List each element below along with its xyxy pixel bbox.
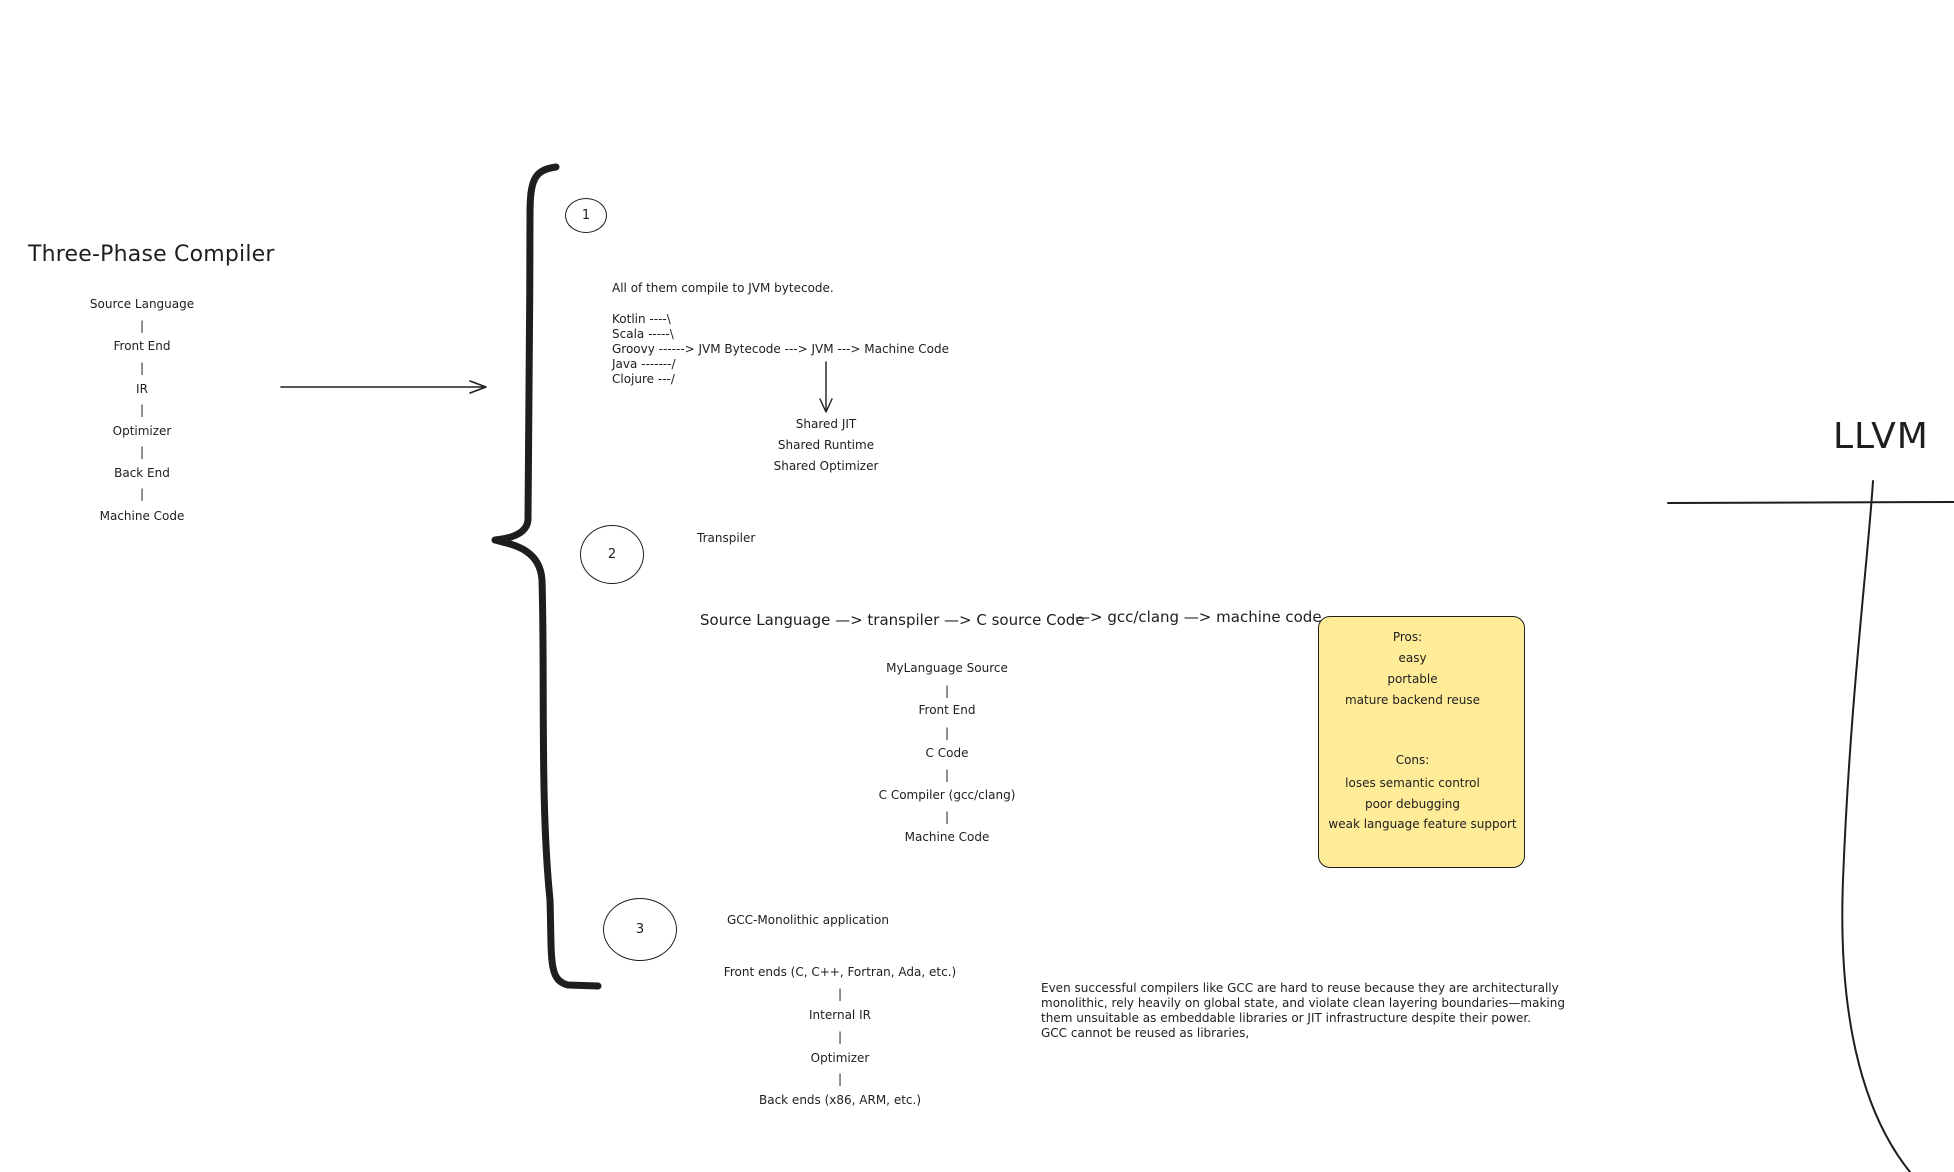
- pipe-connector: |: [944, 726, 950, 740]
- cons-item: weak language feature support: [1328, 817, 1517, 831]
- three-phase-step: Front End: [113, 339, 171, 353]
- pipe-connector: |: [944, 768, 950, 782]
- curly-brace: [491, 163, 602, 990]
- three-phase-step: Optimizer: [112, 424, 172, 438]
- pros-cons-note[interactable]: Pros: easy portable mature backend reuse…: [1318, 616, 1525, 868]
- transpiler-step: C Compiler (gcc/clang): [878, 788, 1016, 802]
- llvm-title: LLVM: [1833, 416, 1929, 457]
- transpiler-label: Transpiler: [697, 531, 756, 545]
- section-number-1: 1: [565, 198, 607, 233]
- transpiler-step: Machine Code: [904, 830, 990, 844]
- transpiler-flow-b: —> gcc/clang —> machine code: [1075, 608, 1322, 626]
- llvm-tree-lines: [1667, 480, 1954, 1172]
- cons-item: loses semantic control: [1345, 776, 1480, 790]
- gcc-paragraph-line: Even successful compilers like GCC are h…: [1041, 981, 1559, 995]
- pipe-connector: |: [139, 319, 145, 333]
- section-number-3: 3: [603, 898, 677, 961]
- transpiler-step: C Code: [925, 746, 969, 760]
- gcc-step: Internal IR: [809, 1008, 871, 1022]
- main-arrow: [280, 380, 487, 394]
- jvm-diagram-line: Groovy ------> JVM Bytecode ---> JVM ---…: [612, 342, 950, 356]
- pipe-connector: |: [139, 403, 145, 417]
- gcc-label: GCC-Monolithic application: [727, 913, 889, 927]
- gcc-paragraph-line: monolithic, rely heavily on global state…: [1041, 996, 1565, 1010]
- pros-item: easy: [1398, 651, 1427, 665]
- pipe-connector: |: [139, 361, 145, 375]
- transpiler-step: MyLanguage Source: [886, 661, 1008, 675]
- jvm-down-arrow: [819, 361, 833, 413]
- shared-item: Shared Optimizer: [773, 459, 879, 473]
- transpiler-flow-a: Source Language —> transpiler —> C sourc…: [700, 611, 1085, 629]
- jvm-diagram-line: Java -------/: [612, 357, 676, 371]
- jvm-diagram-line: Clojure ---/: [612, 372, 675, 386]
- gcc-paragraph-line: GCC cannot be reused as libraries,: [1041, 1026, 1250, 1040]
- three-phase-title: Three-Phase Compiler: [28, 242, 275, 267]
- gcc-step: Back ends (x86, ARM, etc.): [758, 1093, 921, 1107]
- pipe-connector: |: [139, 487, 145, 501]
- gcc-paragraph-line: them unsuitable as embeddable libraries …: [1041, 1011, 1532, 1025]
- jvm-diagram-line: Kotlin ----\: [612, 312, 671, 326]
- cons-item: poor debugging: [1364, 797, 1461, 811]
- three-phase-step: Back End: [114, 466, 170, 480]
- pros-label: Pros:: [1392, 630, 1423, 644]
- cons-label: Cons:: [1395, 753, 1430, 767]
- pros-item: portable: [1387, 672, 1438, 686]
- pipe-connector: |: [837, 1072, 843, 1086]
- three-phase-step: Machine Code: [99, 509, 185, 523]
- section-number-2: 2: [580, 525, 644, 584]
- gcc-step: Front ends (C, C++, Fortran, Ada, etc.): [723, 965, 957, 979]
- pipe-connector: |: [837, 1030, 843, 1044]
- jvm-diagram-line: Scala -----\: [612, 327, 674, 341]
- shared-item: Shared Runtime: [777, 438, 875, 452]
- shared-item: Shared JIT: [795, 417, 857, 431]
- transpiler-step: Front End: [918, 703, 976, 717]
- pipe-connector: |: [944, 810, 950, 824]
- three-phase-step: IR: [136, 382, 148, 396]
- gcc-step: Optimizer: [810, 1051, 870, 1065]
- three-phase-step: Source Language: [89, 297, 195, 311]
- pipe-connector: |: [837, 987, 843, 1001]
- pipe-connector: |: [944, 684, 950, 698]
- jvm-intro-text: All of them compile to JVM bytecode.: [612, 281, 834, 295]
- pipe-connector: |: [139, 445, 145, 459]
- pros-item: mature backend reuse: [1344, 693, 1481, 707]
